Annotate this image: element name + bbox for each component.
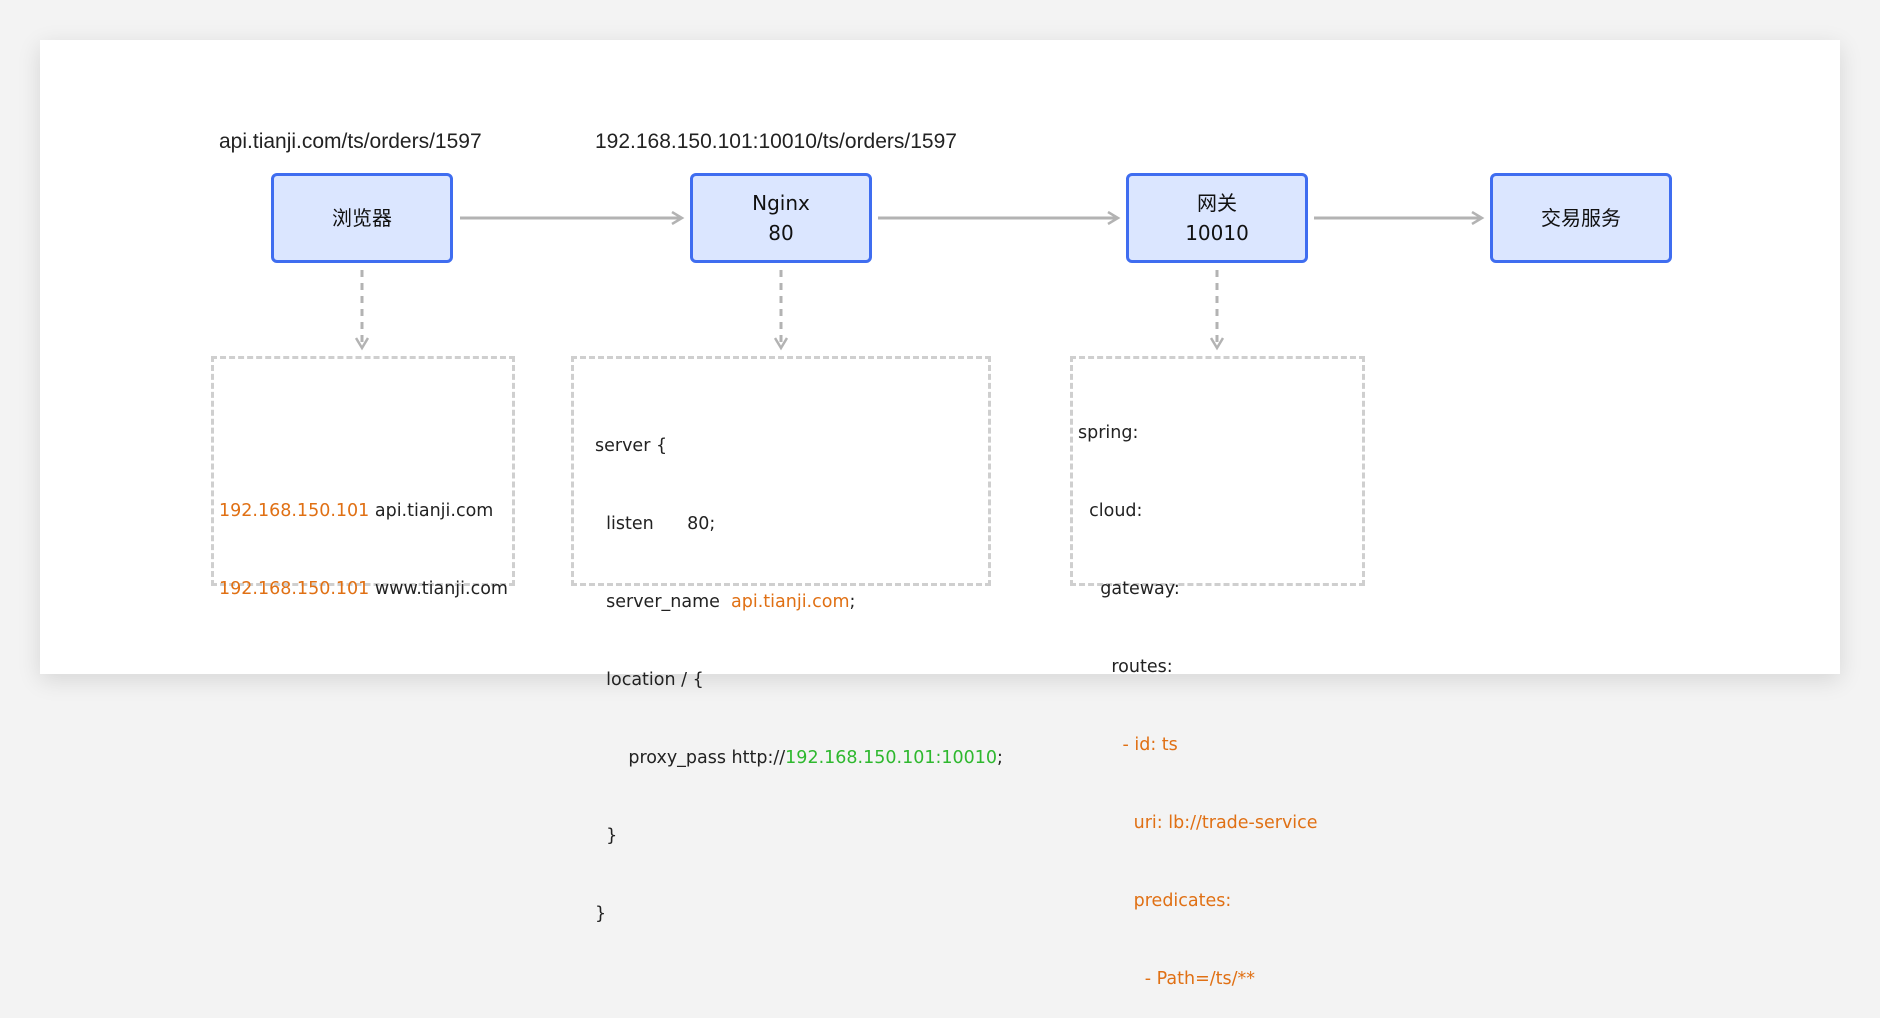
server-name-value: api.tianji.com (731, 592, 850, 612)
browser-url-label: api.tianji.com/ts/orders/1597 (219, 130, 482, 153)
gateway-conf-line: routes: (1078, 657, 1173, 677)
gateway-config-box (1070, 356, 1365, 586)
gateway-conf-line: predicates: (1078, 891, 1232, 911)
gateway-conf-line: uri: lb://trade-service (1078, 813, 1318, 833)
server-name-key: server_name (595, 592, 732, 612)
hosts-domain: api.tianji.com (369, 501, 494, 521)
proxy-pass-target: 192.168.150.101:10010 (785, 748, 998, 768)
hosts-box (211, 356, 515, 586)
nginx-conf-line: server { (595, 436, 668, 456)
nginx-node: Nginx 80 (690, 173, 872, 263)
nginx-conf-line: server_name api.tianji.com; (595, 589, 1003, 615)
nginx-config-content: server { listen 80; server_name api.tian… (595, 381, 1003, 953)
hosts-line: 192.168.150.101 api.tianji.com (219, 498, 508, 524)
trade-service-node-label: 交易服务 (1541, 206, 1621, 230)
hosts-content: 192.168.150.101 api.tianji.com 192.168.1… (219, 446, 508, 628)
browser-node: 浏览器 (271, 173, 453, 263)
nginx-conf-line: listen 80; (595, 514, 716, 534)
semicolon: ; (997, 748, 1003, 768)
nginx-conf-line: location / { (595, 670, 704, 690)
gateway-conf-line: spring: (1078, 423, 1139, 443)
nginx-url-label: 192.168.150.101:10010/ts/orders/1597 (595, 130, 957, 153)
gateway-node-port: 10010 (1185, 221, 1249, 245)
semicolon: ; (849, 592, 856, 612)
hosts-domain: www.tianji.com (369, 579, 508, 599)
arrows-layer (0, 0, 1880, 714)
gateway-node: 网关 10010 (1126, 173, 1308, 263)
gateway-conf-line: cloud: (1078, 501, 1143, 521)
nginx-conf-line: proxy_pass http://192.168.150.101:10010; (595, 745, 1003, 771)
nginx-conf-line: } (595, 904, 607, 924)
nginx-conf-line: } (595, 826, 618, 846)
gateway-conf-line: - Path=/ts/** (1078, 969, 1256, 989)
browser-node-label: 浏览器 (332, 206, 392, 230)
hosts-ip: 192.168.150.101 (219, 579, 370, 599)
nginx-config-box (571, 356, 991, 586)
trade-service-node: 交易服务 (1490, 173, 1672, 263)
nginx-node-name: Nginx (752, 191, 810, 215)
gateway-conf-line: gateway: (1078, 579, 1180, 599)
gateway-node-name: 网关 (1197, 191, 1237, 215)
gateway-conf-line: - id: ts (1078, 735, 1178, 755)
hosts-line: 192.168.150.101 www.tianji.com (219, 576, 508, 602)
nginx-node-port: 80 (768, 221, 794, 245)
gateway-config-content: spring: cloud: gateway: routes: - id: ts… (1078, 368, 1318, 1018)
hosts-ip: 192.168.150.101 (219, 501, 370, 521)
proxy-pass-key: proxy_pass http:// (595, 748, 786, 768)
